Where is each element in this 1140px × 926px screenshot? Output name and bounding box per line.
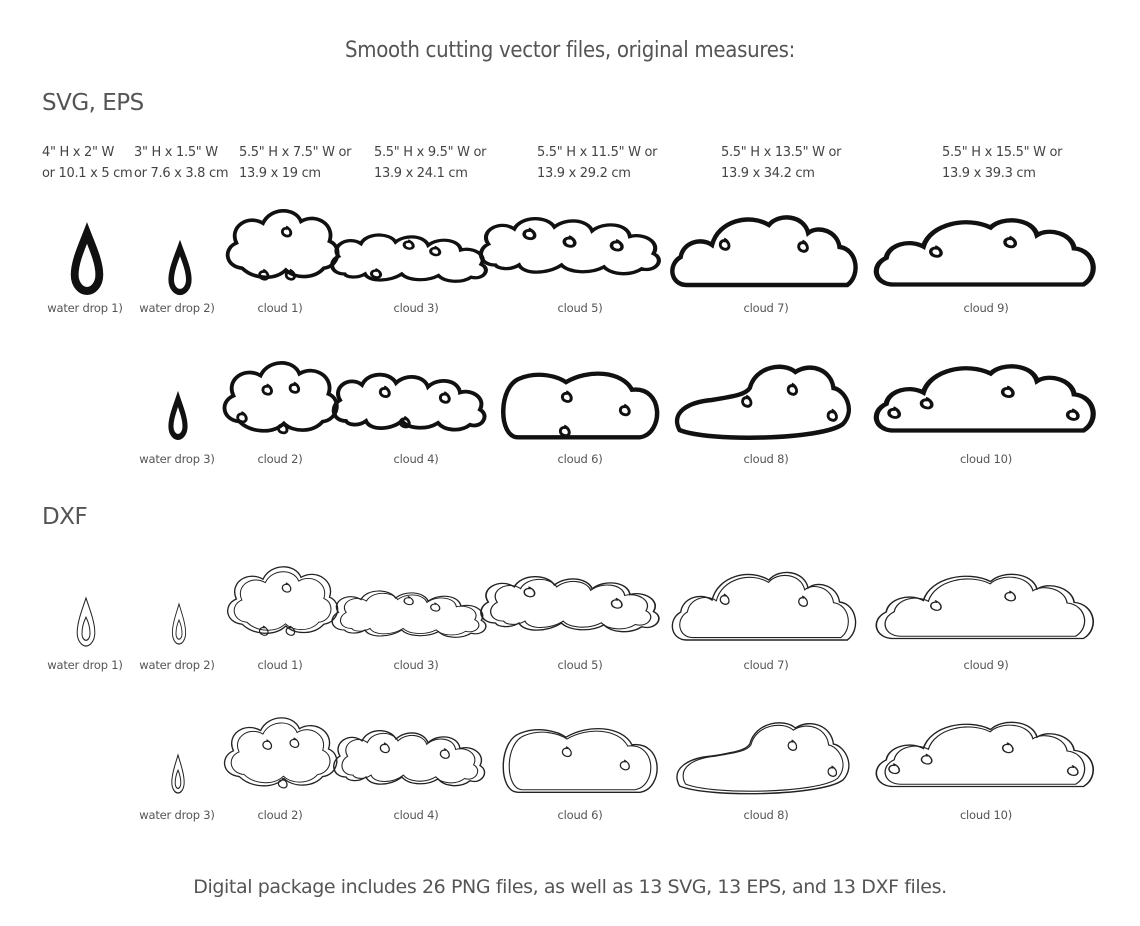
- size-line-2: 13.9 x 29.2 cm: [537, 166, 631, 181]
- water-drop-1-outline-icon: [76, 597, 96, 647]
- size-line-1: 5.5" H x 9.5" W or: [374, 145, 487, 160]
- page-title: Smooth cutting vector files, original me…: [345, 38, 795, 63]
- cloud-10-outline-icon: [875, 721, 1095, 788]
- cloud-8-solid-icon: [674, 364, 851, 440]
- water-drop-2-solid-icon: [171, 248, 189, 292]
- label-cloud-3: cloud 3): [393, 301, 439, 315]
- size-line-2: 13.9 x 24.1 cm: [374, 166, 468, 181]
- size-caption-cloud-1-2: 5.5" H x 7.5" W or 13.9 x 19 cm: [239, 142, 352, 184]
- size-line-1: 3" H x 1.5" W: [134, 145, 218, 160]
- cloud-2-outline-icon: [223, 717, 338, 789]
- cloud-2-solid-icon: [222, 360, 339, 435]
- label-cloud-1: cloud 1): [257, 301, 303, 315]
- label-dxf-cloud-4: cloud 4): [393, 808, 439, 822]
- water-drop-1-solid-icon: [75, 233, 100, 291]
- cloud-5-outline-icon: [480, 575, 660, 633]
- label-dxf-cloud-2: cloud 2): [257, 808, 303, 822]
- size-caption-water-drop-1: 4" H x 2" W or 10.1 x 5 cm: [42, 142, 133, 184]
- water-drop-2-outline-icon: [171, 603, 187, 645]
- label-dxf-cloud-7: cloud 7): [743, 658, 789, 672]
- size-caption-cloud-7-8: 5.5" H x 13.5" W or 13.9 x 34.2 cm: [721, 142, 841, 184]
- size-line-1: 5.5" H x 13.5" W or: [721, 145, 842, 160]
- cloud-1-outline-icon: [227, 566, 339, 636]
- size-line-1: 5.5" H x 7.5" W or: [239, 145, 352, 160]
- size-line-2: 13.9 x 34.2 cm: [721, 166, 815, 181]
- size-line-2: or 10.1 x 5 cm: [42, 166, 133, 181]
- label-dxf-cloud-3: cloud 3): [393, 658, 439, 672]
- cloud-7-outline-icon: [671, 571, 857, 641]
- size-line-2: 13.9 x 39.3 cm: [942, 166, 1036, 181]
- section-heading-dxf: DXF: [42, 504, 88, 530]
- cloud-3-outline-icon: [331, 590, 487, 638]
- label-cloud-7: cloud 7): [743, 301, 789, 315]
- label-cloud-10: cloud 10): [959, 452, 1013, 466]
- size-caption-cloud-5-6: 5.5" H x 11.5" W or 13.9 x 29.2 cm: [537, 142, 657, 184]
- size-line-1: 5.5" H x 15.5" W or: [942, 145, 1063, 160]
- label-cloud-4: cloud 4): [393, 452, 439, 466]
- label-cloud-8: cloud 8): [743, 452, 789, 466]
- cloud-5-solid-icon: [481, 219, 659, 274]
- cloud-4-outline-icon: [333, 729, 486, 787]
- size-line-1: 4" H x 2" W: [42, 145, 115, 160]
- label-dxf-cloud-10: cloud 10): [959, 808, 1013, 822]
- cloud-10-solid-icon: [876, 366, 1093, 430]
- cloud-6-outline-icon: [502, 727, 658, 793]
- cloud-4-solid-icon: [331, 372, 487, 432]
- size-caption-cloud-3-4: 5.5" H x 9.5" W or 13.9 x 24.1 cm: [374, 142, 487, 184]
- size-caption-water-drop-2: 3" H x 1.5" W or 7.6 x 3.8 cm: [134, 142, 228, 184]
- label-dxf-water-drop-1: water drop 1): [47, 658, 123, 672]
- label-dxf-water-drop-2: water drop 2): [139, 658, 215, 672]
- size-line-2: 13.9 x 19 cm: [239, 166, 321, 181]
- label-water-drop-2: water drop 2): [139, 301, 215, 315]
- label-dxf-water-drop-3: water drop 3): [139, 808, 215, 822]
- label-cloud-9: cloud 9): [963, 301, 1009, 315]
- cloud-9-outline-icon: [875, 573, 1095, 640]
- label-dxf-cloud-5: cloud 5): [557, 658, 603, 672]
- cloud-1-solid-icon: [225, 208, 340, 281]
- size-line-2: or 7.6 x 3.8 cm: [134, 166, 229, 181]
- label-cloud-2: cloud 2): [257, 452, 303, 466]
- size-caption-cloud-9-10: 5.5" H x 15.5" W or 13.9 x 39.3 cm: [942, 142, 1062, 184]
- label-dxf-cloud-9: cloud 9): [963, 658, 1009, 672]
- cloud-6-solid-icon: [501, 371, 660, 440]
- label-dxf-cloud-6: cloud 6): [557, 808, 603, 822]
- label-dxf-cloud-1: cloud 1): [257, 658, 303, 672]
- size-line-1: 5.5" H x 11.5" W or: [537, 145, 658, 160]
- label-cloud-5: cloud 5): [557, 301, 603, 315]
- label-water-drop-3: water drop 3): [139, 452, 215, 466]
- water-drop-3-solid-icon: [171, 399, 185, 437]
- section-heading-svg-eps: SVG, EPS: [42, 90, 144, 116]
- water-drop-3-outline-icon: [171, 754, 185, 794]
- cloud-9-solid-icon: [876, 220, 1093, 284]
- footer-note: Digital package includes 26 PNG files, a…: [193, 876, 947, 898]
- label-cloud-6: cloud 6): [557, 452, 603, 466]
- cloud-3-solid-icon: [332, 235, 486, 281]
- label-dxf-cloud-8: cloud 8): [743, 808, 789, 822]
- label-water-drop-1: water drop 1): [47, 301, 123, 315]
- cloud-8-outline-icon: [676, 722, 850, 795]
- cloud-7-solid-icon: [672, 217, 855, 285]
